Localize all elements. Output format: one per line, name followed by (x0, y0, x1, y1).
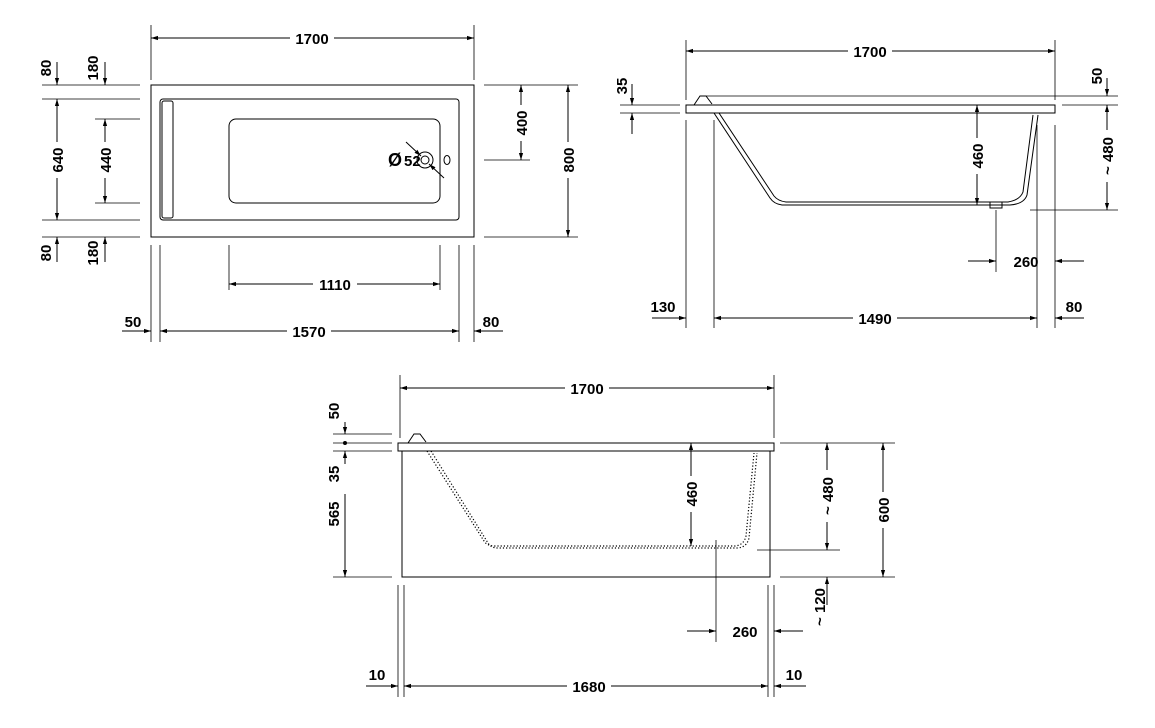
dim-front-rim-edge: 50 (326, 403, 343, 420)
dim-rim-right: 80 (483, 314, 500, 331)
dim-front-drain-position: 260 (732, 624, 757, 641)
dim-side-bottom-length: 1490 (858, 311, 891, 328)
front-headrest (407, 433, 427, 444)
dim-front-total-height: 600 (876, 497, 893, 522)
plan-view: 1700 80 180 640 440 80 180 400 800 1110 (38, 25, 578, 342)
dim-basin-width: 440 (98, 147, 115, 172)
dim-side-rim-thickness: 35 (614, 78, 631, 95)
overflow-circle (416, 151, 434, 169)
dim-front-panel-height: 565 (326, 501, 343, 526)
drain-icon (443, 155, 451, 165)
dim-side-left-offset: 130 (650, 299, 675, 316)
front-panel (401, 450, 771, 578)
dim-side-inner-depth: 460 (970, 143, 987, 168)
dim-rim-left: 50 (125, 314, 142, 331)
dim-edge-top: 180 (85, 55, 102, 80)
dim-plan-length: 1700 (295, 31, 328, 48)
front-rim (397, 442, 775, 452)
dim-front-length: 1700 (570, 381, 603, 398)
dim-plan-width: 800 (561, 147, 578, 172)
dim-front-rim-thickness: 35 (326, 466, 343, 483)
plan-headrest (161, 100, 174, 219)
dim-rim-top: 80 (38, 60, 55, 77)
dim-inner-width: 640 (50, 147, 67, 172)
dim-basin-flat-length: 1110 (319, 277, 351, 294)
dim-front-left-offset: 10 (369, 667, 386, 684)
side-tub-body (713, 112, 1039, 206)
dim-front-panel-length: 1680 (572, 679, 605, 696)
dim-inner-length: 1570 (292, 324, 325, 341)
dim-rim-bottom: 80 (38, 245, 55, 262)
side-rim (685, 104, 1056, 114)
dim-front-inner-depth: 460 (684, 481, 701, 506)
dim-drain-offset: 400 (514, 110, 531, 135)
dim-edge-bottom: 180 (85, 240, 102, 265)
dim-front-drain-height: ~ 120 (812, 588, 829, 626)
dim-front-total-depth: ~ 480 (820, 477, 837, 515)
dim-front-right-offset: 10 (786, 667, 803, 684)
plan-basin-floor (228, 118, 441, 204)
front-hidden-tub (426, 450, 755, 547)
dim-side-total-depth: ~ 480 (1100, 137, 1117, 175)
plan-outer-rim (150, 84, 475, 238)
dim-side-length: 1700 (853, 44, 886, 61)
plan-inner-rim (159, 98, 460, 221)
dim-side-drain-position: 260 (1013, 254, 1038, 271)
dim-side-right-offset: 80 (1066, 299, 1083, 316)
side-headrest (693, 95, 713, 106)
diameter-symbol: Ø (388, 150, 402, 170)
front-view: 1700 50 35 565 460 ~ 480 600 ~ 120 260 1… (326, 375, 895, 697)
side-view-longitudinal: 1700 35 50 460 ~ 480 260 130 1490 80 (614, 40, 1118, 328)
side-drain (989, 201, 1003, 209)
dim-overflow-diameter: 52 (404, 153, 421, 170)
overflow-inner-circle (420, 155, 430, 165)
dim-side-rim-edge: 50 (1089, 68, 1106, 85)
